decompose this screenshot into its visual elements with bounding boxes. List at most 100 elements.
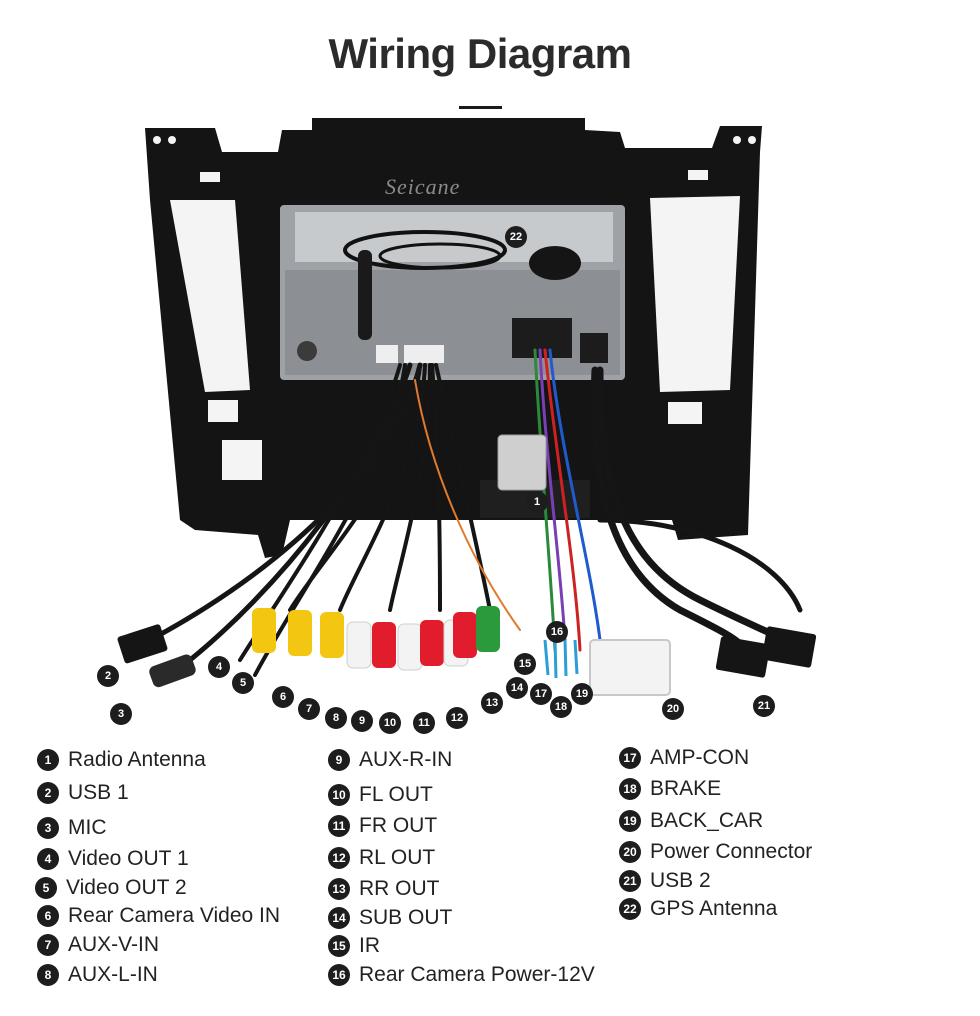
- callout-7: 7: [298, 698, 320, 720]
- legend-number-badge: 2: [37, 782, 59, 804]
- callout-number: 19: [576, 688, 588, 700]
- callout-1: 1: [526, 491, 548, 513]
- callout-badge: [481, 692, 503, 714]
- callout-number: 1: [534, 496, 540, 508]
- callout-badge: [97, 665, 119, 687]
- legend-label: AUX-V-IN: [68, 933, 160, 956]
- legend-number-badge: 5: [35, 877, 57, 899]
- title-underline: [459, 106, 502, 109]
- legend-number-badge: 15: [328, 935, 350, 957]
- callout-badge: [526, 491, 548, 513]
- callout-3: 3: [110, 703, 132, 725]
- legend-item: 4 Video OUT 1: [37, 847, 189, 871]
- callout-19: 19: [571, 683, 593, 705]
- callout-2: 2: [97, 665, 119, 687]
- legend-label: FR OUT: [359, 814, 438, 837]
- callout-badge: [351, 710, 373, 732]
- callout-9: 9: [351, 710, 373, 732]
- callout-badge: [413, 712, 435, 734]
- legend-number-badge: 4: [37, 848, 59, 870]
- callout-badge: [272, 686, 294, 708]
- callout-badge: [550, 696, 572, 718]
- legend-label: USB 1: [68, 781, 129, 804]
- legend-number-badge: 1: [37, 749, 59, 771]
- callout-16: 16: [546, 621, 568, 643]
- legend-item: 6 Rear Camera Video IN: [37, 904, 280, 928]
- usb-and-mic-plugs: [117, 624, 817, 688]
- legend-number-badge: 16: [328, 964, 350, 986]
- callout-badge: [232, 672, 254, 694]
- callout-badge: [208, 656, 230, 678]
- callout-badge: [505, 226, 527, 248]
- legend-label: GPS Antenna: [650, 897, 778, 920]
- legend-label: Video OUT 2: [66, 876, 187, 899]
- callout-15: 15: [514, 653, 536, 675]
- callout-badge: [506, 677, 528, 699]
- gps-antenna: [343, 230, 581, 340]
- legend-label: IR: [359, 934, 380, 957]
- callout-17: 17: [530, 683, 552, 705]
- callout-6: 6: [272, 686, 294, 708]
- power-connector: [497, 434, 671, 696]
- legend-number-badge: 11: [328, 815, 350, 837]
- callout-number: 18: [555, 701, 567, 713]
- callout-14: 14: [506, 677, 528, 699]
- legend-label: Radio Antenna: [68, 748, 206, 771]
- callout-8: 8: [325, 707, 347, 729]
- callout-number: 22: [510, 231, 522, 243]
- callout-badge: [446, 707, 468, 729]
- callout-number: 21: [758, 700, 770, 712]
- legend-item: 17 AMP-CON: [619, 746, 749, 770]
- legend-item: 11 FR OUT: [328, 814, 437, 838]
- callout-badge: [546, 621, 568, 643]
- legend-number-badge: 22: [619, 898, 641, 920]
- callout-20: 20: [662, 698, 684, 720]
- callout-badge: [571, 683, 593, 705]
- legend-item: 15 IR: [328, 934, 380, 958]
- legend-number-badge: 17: [619, 747, 641, 769]
- legend-item: 5 Video OUT 2: [35, 876, 187, 900]
- callout-badge: [514, 653, 536, 675]
- legend-label: USB 2: [650, 869, 711, 892]
- legend-number-badge: 10: [328, 784, 350, 806]
- callout-badge: [753, 695, 775, 717]
- legend-label: Video OUT 1: [68, 847, 189, 870]
- callout-10: 10: [379, 712, 401, 734]
- legend-label: AMP-CON: [650, 746, 750, 769]
- callout-number: 14: [511, 682, 524, 694]
- callout-21: 21: [753, 695, 775, 717]
- brand-watermark: Seicane: [385, 174, 461, 199]
- legend-number-badge: 12: [328, 847, 350, 869]
- legend-label: Rear Camera Video IN: [68, 904, 281, 927]
- callout-badge: [379, 712, 401, 734]
- callout-18: 18: [550, 696, 572, 718]
- legend-number-badge: 18: [619, 778, 641, 800]
- legend-label: MIC: [68, 816, 107, 839]
- legend-item: 7 AUX-V-IN: [37, 933, 159, 957]
- callout-4: 4: [208, 656, 230, 678]
- callout-number: 7: [306, 703, 312, 715]
- legend-number-badge: 20: [619, 841, 641, 863]
- legend-number-badge: 6: [37, 905, 59, 927]
- callout-number: 16: [551, 626, 563, 638]
- callout-badge: [325, 707, 347, 729]
- callout-number: 15: [519, 658, 531, 670]
- legend-label: AUX-L-IN: [68, 963, 158, 986]
- legend-number-badge: 7: [37, 934, 59, 956]
- legend-label: RR OUT: [359, 877, 440, 900]
- callout-13: 13: [481, 692, 503, 714]
- legend-label: AUX-R-IN: [359, 748, 453, 771]
- callout-number: 4: [216, 661, 223, 673]
- callout-badge: [298, 698, 320, 720]
